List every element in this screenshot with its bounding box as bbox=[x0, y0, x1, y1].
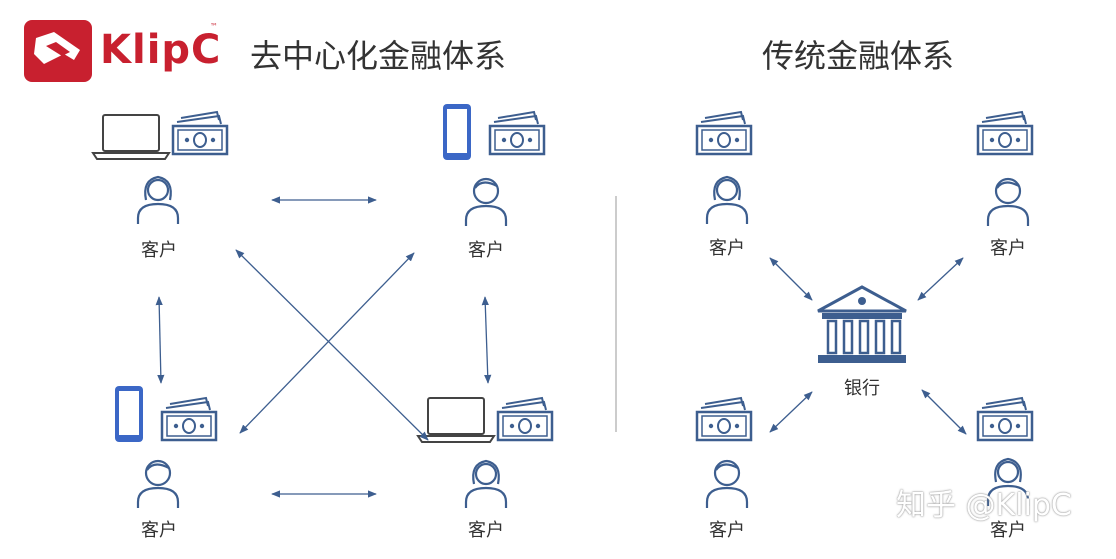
phone-icon bbox=[115, 386, 143, 442]
connection-arrow bbox=[921, 389, 967, 435]
connection-arrow bbox=[917, 257, 964, 301]
bank-icon bbox=[816, 285, 908, 365]
connection-arrow bbox=[155, 296, 165, 384]
decentralized-title: 去中心化金融体系 bbox=[250, 37, 507, 75]
brand-logo bbox=[24, 20, 92, 82]
client-label: 客户 bbox=[468, 240, 504, 261]
connection-arrow bbox=[235, 249, 429, 441]
male-user-icon bbox=[136, 459, 180, 510]
peer-connections bbox=[155, 196, 492, 498]
female-user-icon bbox=[136, 175, 180, 226]
laptop-icon bbox=[92, 114, 170, 160]
brand-name: KlipC bbox=[100, 27, 222, 73]
bank-label: 银行 bbox=[844, 378, 880, 399]
connection-arrow bbox=[769, 257, 813, 301]
client-label: 客户 bbox=[141, 240, 177, 261]
money-icon bbox=[160, 396, 218, 442]
male-user-icon bbox=[986, 177, 1030, 228]
klipc-logo-icon bbox=[34, 32, 80, 64]
client-label: 客户 bbox=[990, 520, 1026, 541]
connection-arrow bbox=[769, 391, 813, 433]
client-label: 客户 bbox=[709, 238, 745, 259]
money-icon bbox=[695, 396, 753, 442]
connection-arrow bbox=[481, 296, 492, 384]
client-label: 客户 bbox=[709, 520, 745, 541]
money-icon bbox=[496, 396, 554, 442]
money-icon bbox=[488, 110, 546, 156]
phone-icon bbox=[443, 104, 471, 160]
watermark-text: 知乎 @KlipC bbox=[896, 488, 1072, 523]
client-label: 客户 bbox=[468, 520, 504, 541]
money-icon bbox=[976, 110, 1034, 156]
client-label: 客户 bbox=[990, 238, 1026, 259]
money-icon bbox=[976, 396, 1034, 442]
money-icon bbox=[695, 110, 753, 156]
money-icon bbox=[171, 110, 229, 156]
laptop-icon bbox=[417, 397, 495, 443]
client-label: 客户 bbox=[141, 520, 177, 541]
female-user-icon bbox=[464, 459, 508, 510]
connection-arrow bbox=[239, 252, 415, 434]
trademark-mark: ™ bbox=[210, 22, 218, 31]
bank-connections bbox=[769, 257, 967, 435]
traditional-title: 传统金融体系 bbox=[762, 37, 955, 75]
male-user-icon bbox=[705, 459, 749, 510]
female-user-icon bbox=[705, 175, 749, 226]
male-user-icon bbox=[464, 177, 508, 228]
